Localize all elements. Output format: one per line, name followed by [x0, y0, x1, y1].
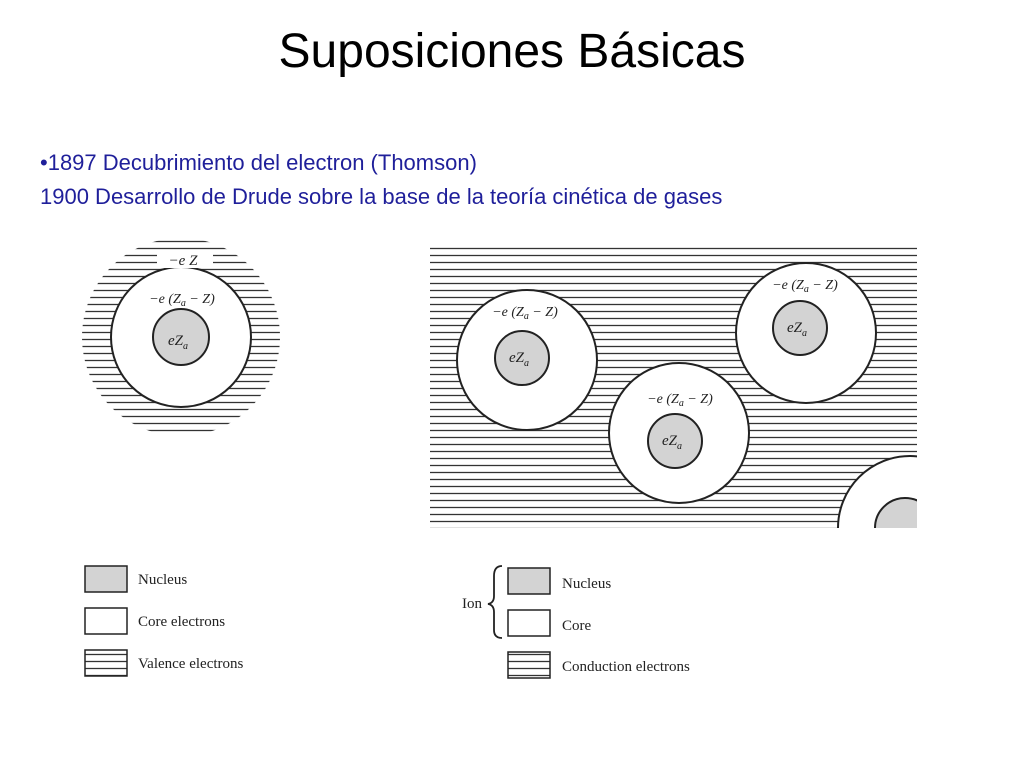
- ion-nucleus: [647, 413, 703, 469]
- ion-nucleus: [874, 497, 917, 528]
- bullet-item-1900: 1900 Desarrollo de Drude sobre la base d…: [40, 184, 723, 209]
- ion-1-nucleus-label: eZa: [509, 350, 529, 369]
- legend-ion-brace: [487, 565, 503, 639]
- metal-lattice-labels: −e (Za − Z) eZa −e (Za − Z) eZa −e (Za −…: [492, 278, 838, 452]
- isolated-atom-diagram: −e Z −e (Za − Z) eZa: [82, 238, 280, 436]
- legend-ion-nucleus-swatch: [507, 567, 551, 595]
- legend-conduction-swatch: [507, 651, 551, 679]
- ion-1-core-charge-label: −e (Za − Z): [492, 305, 558, 322]
- left-legend: Nucleus Core electrons Valence electrons: [84, 565, 244, 677]
- nucleus-circle: [152, 308, 210, 366]
- ion-1: [456, 289, 598, 431]
- legend-valence-label: Valence electrons: [138, 656, 244, 672]
- ion-2-nucleus-label: eZa: [787, 320, 807, 339]
- legend-valence-swatch: [84, 649, 128, 677]
- nucleus-charge-label: eZa: [168, 333, 188, 352]
- legend-conduction-label: Conduction electrons: [562, 659, 690, 675]
- legend-core-swatch: [84, 607, 128, 635]
- ion-2-core-charge-label: −e (Za − Z): [772, 278, 838, 295]
- ion-3: [608, 362, 750, 504]
- legend-core-label: Core electrons: [138, 614, 225, 630]
- ion-nucleus: [494, 330, 550, 386]
- legend-ion-core-swatch: [507, 609, 551, 637]
- legend-ion-nucleus-label: Nucleus: [562, 576, 611, 592]
- bullet-list: •1897 Decubrimiento del electron (Thomso…: [40, 146, 722, 214]
- ion-nucleus: [772, 300, 828, 356]
- slide-title: Suposiciones Básicas: [278, 25, 746, 78]
- right-legend: Ion Nucleus Core Conduction electrons: [462, 565, 690, 679]
- legend-nucleus-label: Nucleus: [138, 572, 187, 588]
- ion-2: [735, 262, 877, 404]
- legend-ion-label: Ion: [462, 596, 482, 612]
- ion-4-partial: [837, 455, 917, 528]
- core-charge-label: −e (Za − Z): [149, 292, 215, 309]
- ion-3-core-charge-label: −e (Za − Z): [647, 392, 713, 409]
- ion-3-nucleus-label: eZa: [662, 433, 682, 452]
- metal-lattice-diagram: [430, 246, 917, 528]
- legend-nucleus-swatch: [84, 565, 128, 593]
- bullet-item-1897: •1897 Decubrimiento del electron (Thomso…: [40, 150, 477, 175]
- legend-ion-core-label: Core: [562, 618, 592, 634]
- valence-charge-label: −e Z: [169, 253, 199, 269]
